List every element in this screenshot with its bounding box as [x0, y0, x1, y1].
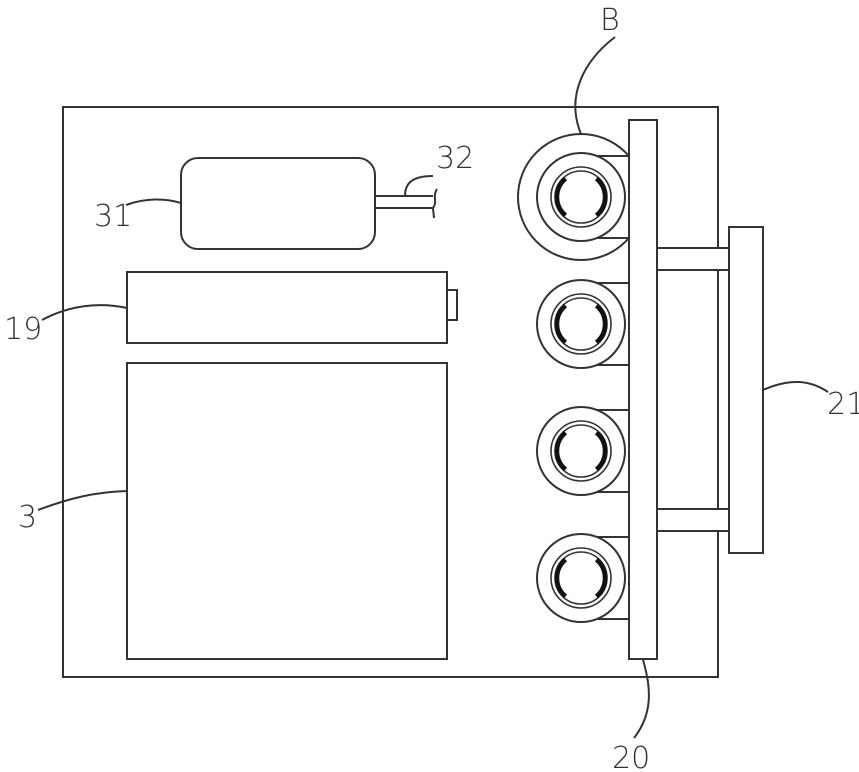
roller-middle-ring [550, 420, 612, 482]
roller-outer-ring [536, 152, 626, 242]
panel-3 [126, 362, 448, 660]
connector-bar-upper [656, 247, 730, 271]
roller-middle-ring [550, 293, 612, 355]
label-19: 19 [4, 312, 42, 347]
leader-32 [404, 175, 434, 197]
roller-left-arc [554, 176, 568, 218]
roller-left-arc [554, 303, 568, 345]
roller-right-arc [594, 303, 608, 345]
roller-right-arc [594, 557, 608, 599]
label-b: B [600, 3, 620, 38]
roller-left-arc [554, 430, 568, 472]
bar-19-end-tab [446, 289, 458, 321]
plate-21 [728, 226, 764, 554]
roller-group [536, 152, 630, 623]
roller-outer-ring [536, 279, 626, 369]
leader-20 [633, 659, 650, 739]
roller-middle-ring [550, 166, 612, 228]
roller-right-arc [594, 176, 608, 218]
roller [536, 152, 630, 242]
leader-3 [37, 490, 128, 511]
label-20: 20 [612, 741, 650, 772]
label-32: 32 [436, 141, 474, 176]
roller-outer-ring [536, 406, 626, 496]
label-31: 31 [94, 199, 132, 234]
roller-outer-ring [536, 533, 626, 623]
leader-19 [41, 304, 128, 321]
roller-left-arc [554, 557, 568, 599]
roller-middle-ring [550, 547, 612, 609]
bar-19 [126, 271, 448, 344]
leader-31 [125, 198, 182, 206]
roller [536, 533, 630, 623]
label-3: 3 [18, 500, 37, 535]
connector-bar-lower [656, 508, 730, 532]
label-21: 21 [827, 387, 859, 422]
plate-20 [628, 119, 658, 660]
unit-31 [180, 157, 376, 250]
roller-right-arc [594, 430, 608, 472]
leader-21 [762, 380, 829, 393]
leader-b [574, 36, 616, 135]
